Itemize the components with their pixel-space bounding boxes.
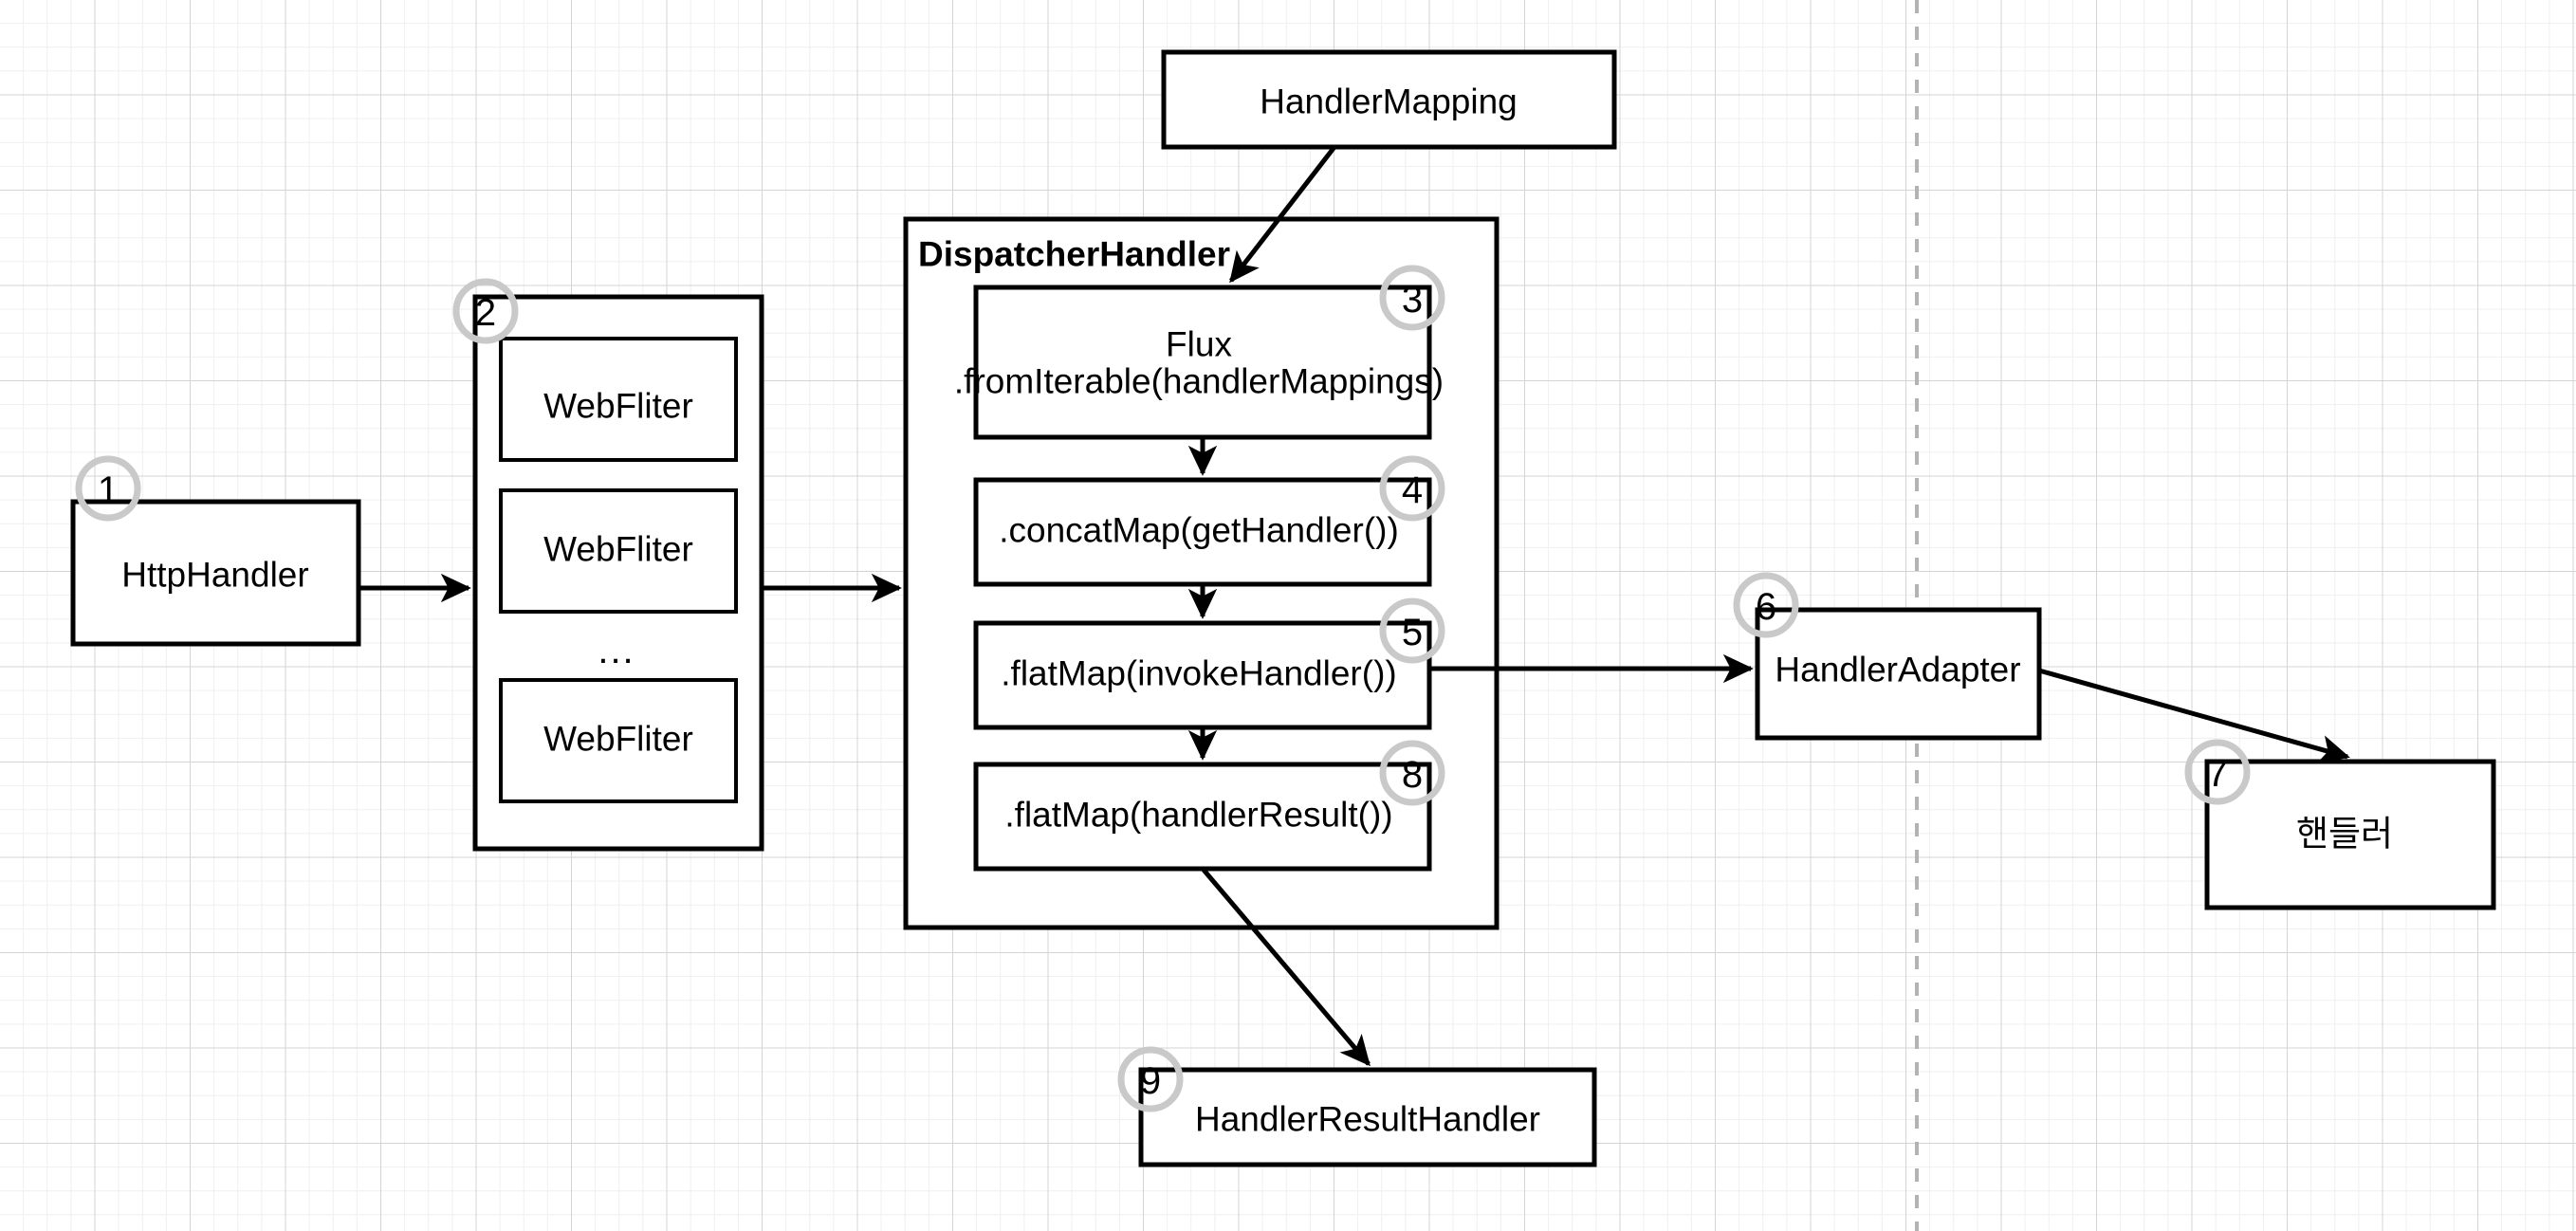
badge-4: 4 xyxy=(1379,455,1445,522)
node-handler-adapter[interactable]: HandlerAdapter xyxy=(1755,607,2042,741)
node-http-handler-label: HttpHandler xyxy=(121,556,308,595)
node-flat-map-invoke-label: .flatMap(invokeHandler()) xyxy=(1001,654,1396,693)
node-web-filter-2-label: WebFliter xyxy=(543,530,693,569)
node-handler-mapping[interactable]: HandlerMapping xyxy=(1161,49,1617,150)
web-filter-ellipsis: ... xyxy=(598,630,635,671)
node-concat-map-label: .concatMap(getHandler()) xyxy=(999,511,1399,550)
badge-5: 5 xyxy=(1379,597,1445,664)
node-flat-map-result[interactable]: .flatMap(handlerResult()) xyxy=(973,762,1432,872)
edge-handler-adapter-to-handler xyxy=(2038,668,2350,763)
node-handler-result-handler[interactable]: HandlerResultHandler xyxy=(1138,1067,1597,1167)
node-handler-korean-label: 핸들러 xyxy=(2296,815,2393,854)
badge-8-text: 8 xyxy=(1402,754,1423,796)
node-web-filter-2[interactable]: WebFliter xyxy=(499,488,738,614)
edge-handler-mapping-to-flux xyxy=(1229,145,1336,284)
badge-4-text: 4 xyxy=(1402,469,1423,511)
node-handler-adapter-label: HandlerAdapter xyxy=(1775,651,2020,689)
badge-1: 1 xyxy=(75,455,141,522)
node-web-filter-1-label: WebFliter xyxy=(543,387,693,426)
badge-8: 8 xyxy=(1379,740,1445,806)
badge-9-text: 9 xyxy=(1140,1060,1161,1102)
badge-9: 9 xyxy=(1117,1046,1184,1112)
node-flux-from-iterable-line1: Flux xyxy=(1166,325,1232,364)
node-web-filter-3[interactable]: WebFliter xyxy=(499,678,738,803)
node-web-filter-3-label: WebFliter xyxy=(543,720,693,759)
badge-6-text: 6 xyxy=(1756,586,1776,628)
node-handler-mapping-label: HandlerMapping xyxy=(1260,83,1518,121)
badge-6: 6 xyxy=(1733,572,1799,638)
node-flux-from-iterable[interactable]: Flux .fromIterable(handlerMappings) xyxy=(954,285,1444,440)
node-handler-korean[interactable]: 핸들러 xyxy=(2204,759,2496,910)
edge-flat-map-result-to-handler-result-handler xyxy=(1201,867,1371,1067)
node-handler-result-handler-label: HandlerResultHandler xyxy=(1195,1100,1540,1139)
badge-2-text: 2 xyxy=(475,292,496,334)
dispatcher-handler-title: DispatcherHandler xyxy=(918,235,1230,274)
node-concat-map[interactable]: .concatMap(getHandler()) xyxy=(973,477,1432,587)
node-web-filter-chain[interactable]: WebFliter WebFliter ... WebFliter xyxy=(472,294,764,852)
node-flat-map-invoke[interactable]: .flatMap(invokeHandler()) xyxy=(973,620,1432,730)
badge-1-text: 1 xyxy=(98,469,119,511)
node-flat-map-result-label: .flatMap(handlerResult()) xyxy=(1004,796,1392,835)
badge-5-text: 5 xyxy=(1402,612,1423,653)
node-web-filter-1[interactable]: WebFliter xyxy=(499,337,738,462)
badge-2: 2 xyxy=(452,278,519,344)
badge-7-text: 7 xyxy=(2207,753,2228,795)
node-http-handler[interactable]: HttpHandler xyxy=(70,499,361,647)
badge-7: 7 xyxy=(2184,739,2251,805)
badge-3: 3 xyxy=(1379,265,1445,331)
badge-3-text: 3 xyxy=(1402,279,1423,321)
node-flux-from-iterable-line2: .fromIterable(handlerMappings) xyxy=(954,362,1444,401)
node-dispatcher-handler[interactable]: DispatcherHandler Flux .fromIterable(han… xyxy=(903,216,1500,930)
